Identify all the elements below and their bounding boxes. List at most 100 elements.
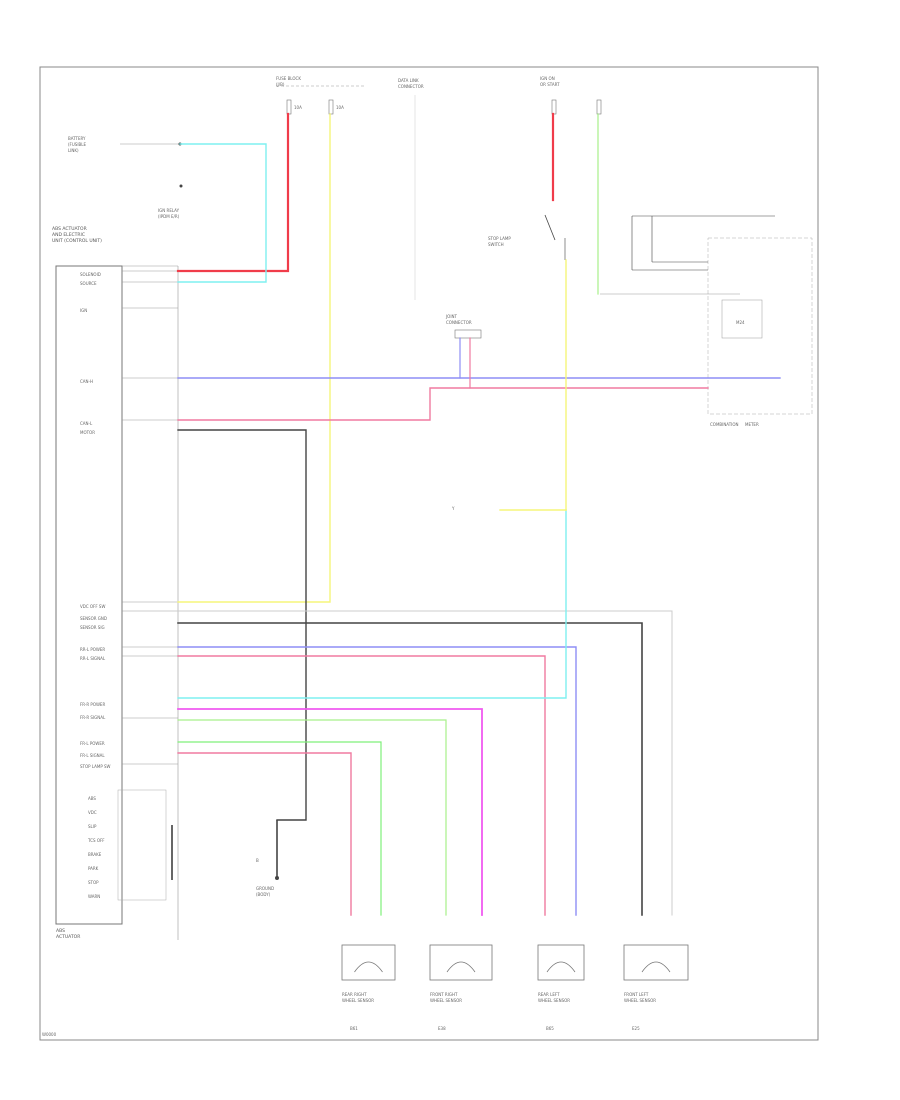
ecu-pin-label: RR-L SIGNAL [80,656,106,661]
wheel-sensor-label: FRONT RIGHT [430,992,458,997]
wheel-sensor-label: WHEEL SENSOR [342,998,374,1003]
wire-black-motor [177,429,307,821]
battery-source-label-1: BATTERY [68,136,86,141]
ecu-pin-label: SENSOR SIG [80,625,105,630]
combination-meter-ref: M24 [736,320,745,325]
ign-relay-terminal [179,184,183,188]
fuse-b [328,99,334,115]
ecu-pin-label: FR-R SIGNAL [80,715,106,720]
ecu-pin-labels: SOLENOID SOURCE IGN CAN-H CAN-L MOTOR VD… [80,272,111,769]
sensor-junction-label: Y [451,506,455,511]
combination-meter: M24 COMBINATION METER [600,215,813,427]
ecu-pin-label: SOLENOID [80,272,101,277]
ecu-name-2: AND ELECTRIC [52,232,85,238]
ign-relay-label-2: (IPDM E/R) [158,214,180,219]
combination-meter-label-2: METER [745,422,759,427]
wheel-sensor-symbol [446,961,476,973]
ign-source-label-2: OR START [540,82,560,87]
wheel-sensor-label: REAR LEFT [538,992,560,997]
fuse-block-label-2: (J/B) [276,82,285,87]
stop-lamp-switch-label-2: SWITCH [488,242,504,247]
combination-meter-unit [721,299,763,339]
ecu-bottom-pin-box [117,789,167,901]
ecu-pin-label: SENSOR GND [80,616,107,621]
ecu-bottom-pin: ABS [88,796,96,801]
wires [176,112,781,916]
wire-pink-can-l [177,387,709,421]
wire-red-solenoid [176,112,290,273]
ecu-pin-stubs [122,270,178,765]
ecu-pin-label: MOTOR [80,430,95,435]
wire-green-fr-l [177,741,382,916]
ecu-pin-label: CAN-H [80,379,93,384]
ground-label-1: GROUND [256,886,274,891]
ecu-pin-label: FR-L SIGNAL [80,753,105,758]
stop-lamp-switch-label-1: STOP LAMP [488,236,511,241]
ecu-pin-label: FR-R POWER [80,702,105,707]
ecu-bottom-pins: ABS VDC SLIP TCS OFF BRAKE PARK STOP WAR… [87,789,173,901]
wire-black-sensor-gnd [177,622,643,916]
battery-source-label-3: LINK) [68,148,79,153]
fuse-block-label-1: FUSE BLOCK [276,76,301,81]
ecu-bottom-pin: PARK [88,866,99,871]
data-link-label-1: DATA LINK [398,78,419,83]
fuse-c [551,99,557,115]
fuse-d [596,99,602,115]
wheel-sensor-ref: E38 [438,1026,446,1031]
wheel-sensor-label: FRONT LEFT [624,992,649,997]
wheel-sensor-body [623,944,689,981]
wheel-sensor-label: WHEEL SENSOR [538,998,570,1003]
ecu-name-3: UNIT (CONTROL UNIT) [52,238,102,244]
ecu-bottom-pin: WARN [88,894,100,899]
wire-magenta-fr-r [177,708,483,916]
ecu-pin-label: FR-L POWER [80,741,105,746]
wire-cyan-fr-r [177,509,567,699]
wheel-sensor-symbol [354,961,383,973]
ecu-bottom-pin: STOP [88,880,99,885]
wire-yellow-ign [177,113,331,603]
joint-connector-label-1: JOINT [445,314,458,319]
wheel-sensor-ref: B61 [350,1026,358,1031]
fuse-b-rating: 10A [336,105,344,110]
wheel-sensor-symbol [546,961,576,973]
wheel-sensor-label: REAR RIGHT [342,992,367,997]
wheel-sensor-label: WHEEL SENSOR [430,998,462,1003]
ground-point [275,876,279,880]
ecu-pin-label: STOP LAMP SW [80,764,111,769]
wheel-sensor-label: WHEEL SENSOR [624,998,656,1003]
ecu-bottom-label-1: ABS [56,928,65,934]
stop-lamp-switch-contact [544,214,556,241]
wheel-sensor-body [341,944,396,981]
wire-pink-rr-l [177,655,546,916]
stop-lamp-switch: STOP LAMP SWITCH [488,214,566,260]
ecu-pin-label: CAN-L [80,421,93,426]
fuse-a-rating: 10A [294,105,302,110]
combination-meter-box [707,237,813,415]
wire-blue-rr-l [177,646,577,916]
ecu-bottom-label-2: ACTUATOR [56,934,80,940]
footer-code: W0000 [42,1032,57,1037]
ecu-body [55,265,123,925]
ecu-bottom-pin: TCS OFF [87,838,105,843]
wheel-sensor-ref: E25 [632,1026,640,1031]
wire-white-sensor-sig [177,610,673,916]
sensor-junction: Y [451,506,455,511]
ground-wire-label: B [256,858,259,863]
data-link-top: DATA LINK CONNECTOR [398,78,424,300]
joint-connector: JOINT CONNECTOR [445,314,482,339]
battery-source: BATTERY (FUSIBLE LINK) IGN RELAY (IPDM E… [68,136,183,219]
ecu-bottom-pin: SLIP [88,824,97,829]
wire-lg-fr-l [177,719,447,916]
battery-source-label-2: (FUSIBLE [68,142,86,147]
ign-relay-label-1: IGN RELAY [158,208,180,213]
joint-connector-label-2: CONNECTOR [446,320,472,325]
ign-source-right: IGN ON OR START [540,76,602,115]
fuse-a [286,99,292,115]
wire-cyan-source [177,143,267,283]
